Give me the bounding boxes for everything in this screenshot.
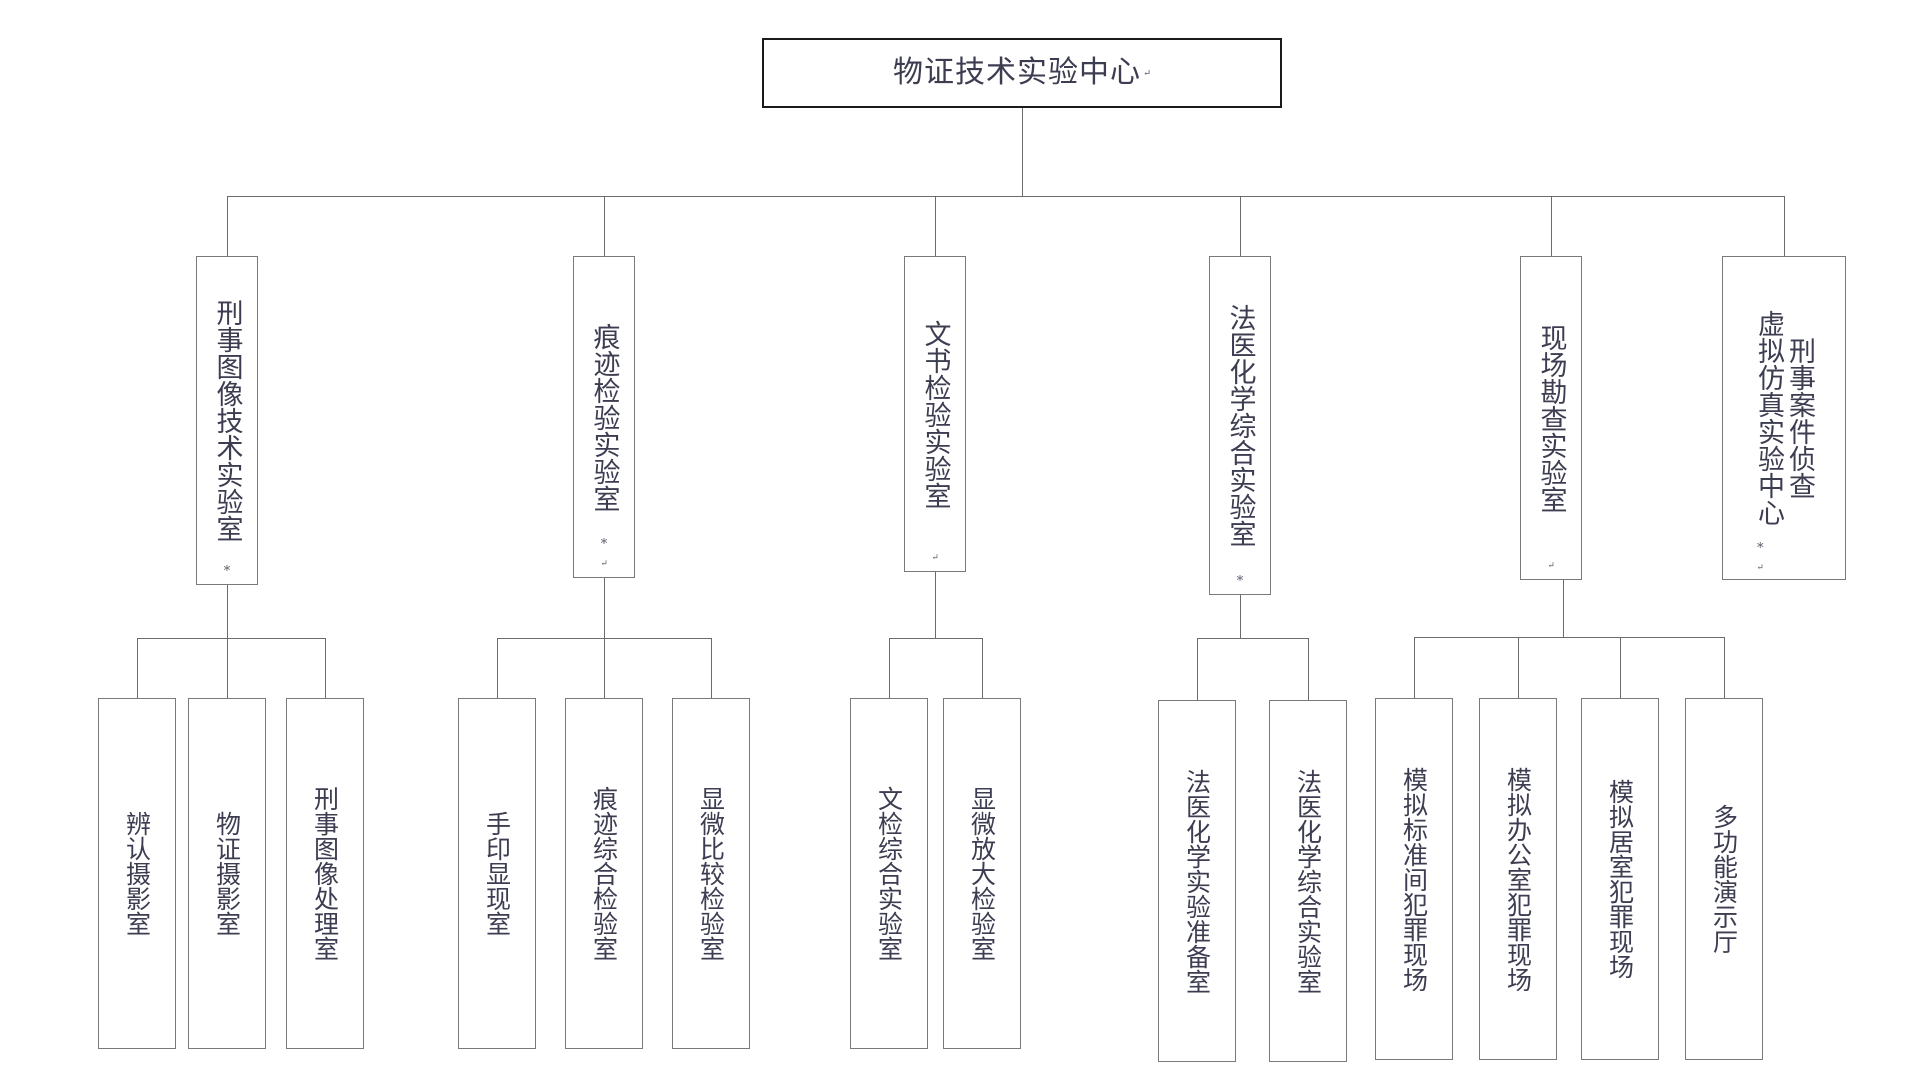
connector-stem-group3 xyxy=(935,572,936,638)
connector-drop-l3-1-2 xyxy=(227,638,228,698)
connector-bus-group1 xyxy=(137,638,325,639)
l2-node-bullet-icon: * xyxy=(600,537,608,552)
l3-node-label: 文检综合实验室 xyxy=(874,786,904,961)
root-pilcrow-icon: ↵ xyxy=(1142,67,1152,79)
l3-node-multifunction-demo-hall[interactable]: 多功能演示厅 xyxy=(1685,698,1763,1060)
l2-node-label-col-right: 刑事案件侦查 xyxy=(1784,337,1815,499)
l2-node-bullet-icon: * xyxy=(223,564,231,579)
l3-node-document-comprehensive-lab[interactable]: 文检综合实验室 xyxy=(850,698,928,1049)
connector-drop-l3-5-4 xyxy=(1724,637,1725,698)
connector-bus-group3 xyxy=(889,638,982,639)
l3-node-microscopic-comparison[interactable]: 显微比较检验室 xyxy=(672,698,750,1049)
connector-drop-l2-4 xyxy=(1240,196,1241,256)
l3-node-label: 多功能演示厅 xyxy=(1709,804,1739,954)
l2-node-label: 刑事图像技术实验室 xyxy=(211,299,243,542)
l2-node-document-examination[interactable]: 文书检验实验室 ↵ xyxy=(904,256,966,572)
connector-drop-l3-5-3 xyxy=(1620,637,1621,698)
l3-node-label: 辨认摄影室 xyxy=(122,811,152,936)
l3-node-label: 显微比较检验室 xyxy=(696,786,726,961)
l2-node-label: 法医化学综合实验室 xyxy=(1224,304,1256,547)
l3-node-evidence-photography[interactable]: 物证摄影室 xyxy=(188,698,266,1049)
l3-node-label: 显微放大检验室 xyxy=(967,786,997,961)
l3-node-forensic-chem-comprehensive[interactable]: 法医化学综合实验室 xyxy=(1269,700,1347,1062)
connector-drop-l3-3-2 xyxy=(982,638,983,698)
l2-node-bullet-icon: * xyxy=(1757,541,1764,556)
l3-node-microscopic-magnification[interactable]: 显微放大检验室 xyxy=(943,698,1021,1049)
connector-drop-l3-2-2 xyxy=(604,638,605,698)
connector-drop-l2-5 xyxy=(1551,196,1552,256)
l2-node-bullet-icon: * xyxy=(1236,574,1244,589)
connector-drop-l3-4-2 xyxy=(1308,638,1309,700)
connector-main-bus xyxy=(227,196,1784,197)
l2-node-label: 文书检验实验室 xyxy=(919,319,951,509)
l3-node-identification-photography[interactable]: 辨认摄影室 xyxy=(98,698,176,1049)
l3-node-label: 法医化学综合实验室 xyxy=(1293,768,1323,994)
connector-root-stem xyxy=(1022,108,1023,196)
connector-drop-l2-3 xyxy=(935,196,936,256)
root-node-label: 物证技术实验中心 xyxy=(892,55,1141,90)
connector-drop-l3-2-1 xyxy=(497,638,498,698)
l3-node-label: 模拟办公室犯罪现场 xyxy=(1503,766,1533,992)
l2-node-crime-scene-investigation[interactable]: 现场勘查实验室 ↵ xyxy=(1520,256,1582,580)
root-node[interactable]: 物证技术实验中心↵ xyxy=(762,38,1282,108)
l3-node-fingerprint-development[interactable]: 手印显现室 xyxy=(458,698,536,1049)
l3-node-label: 法医化学实验准备室 xyxy=(1182,768,1212,994)
l2-node-trace-examination[interactable]: 痕迹检验实验室 * ↵ xyxy=(573,256,635,578)
l3-node-forensic-chem-prep[interactable]: 法医化学实验准备室 xyxy=(1158,700,1236,1062)
connector-drop-l3-5-1 xyxy=(1414,637,1415,698)
l2-node-pilcrow-icon: ↵ xyxy=(930,553,940,563)
l2-node-pilcrow-icon: ↵ xyxy=(1755,563,1765,573)
l3-node-mock-office-crime-scene[interactable]: 模拟办公室犯罪现场 xyxy=(1479,698,1557,1060)
connector-drop-l3-4-1 xyxy=(1197,638,1198,700)
connector-drop-l3-3-1 xyxy=(889,638,890,698)
connector-drop-l2-2 xyxy=(604,196,605,256)
l3-node-trace-comprehensive-examination[interactable]: 痕迹综合检验室 xyxy=(565,698,643,1049)
l3-node-mock-residence-crime-scene[interactable]: 模拟居室犯罪现场 xyxy=(1581,698,1659,1060)
l3-node-label: 手印显现室 xyxy=(482,811,512,936)
connector-drop-l2-1 xyxy=(227,196,228,256)
connector-drop-l3-1-1 xyxy=(137,638,138,698)
connector-stem-group1 xyxy=(227,585,228,638)
l3-node-label: 模拟居室犯罪现场 xyxy=(1605,779,1635,979)
l3-node-criminal-image-processing[interactable]: 刑事图像处理室 xyxy=(286,698,364,1049)
l3-node-mock-standard-room-crime-scene[interactable]: 模拟标准间犯罪现场 xyxy=(1375,698,1453,1060)
l2-node-criminal-imaging[interactable]: 刑事图像技术实验室 * xyxy=(196,256,258,585)
l3-node-label: 物证摄影室 xyxy=(212,811,242,936)
l2-node-virtual-simulation-center[interactable]: 虚拟仿真实验中心 刑事案件侦查 * ↵ xyxy=(1722,256,1846,580)
connector-drop-l2-6 xyxy=(1784,196,1785,256)
connector-bus-group5 xyxy=(1414,637,1724,638)
l2-node-pilcrow-icon: ↵ xyxy=(599,559,609,569)
connector-bus-group4 xyxy=(1197,638,1308,639)
l2-node-forensic-chemistry[interactable]: 法医化学综合实验室 * xyxy=(1209,256,1271,595)
l2-node-label: 痕迹检验实验室 xyxy=(588,322,620,512)
connector-drop-l3-5-2 xyxy=(1518,637,1519,698)
connector-stem-group4 xyxy=(1240,595,1241,638)
connector-stem-group2 xyxy=(604,578,605,638)
l3-node-label: 刑事图像处理室 xyxy=(310,786,340,961)
l2-node-label-col-left: 虚拟仿真实验中心 xyxy=(1753,310,1784,526)
connector-drop-l3-1-3 xyxy=(325,638,326,698)
connector-stem-group5 xyxy=(1563,580,1564,637)
l2-node-pilcrow-icon: ↵ xyxy=(1546,561,1556,571)
connector-drop-l3-2-3 xyxy=(711,638,712,698)
l3-node-label: 模拟标准间犯罪现场 xyxy=(1399,766,1429,992)
l3-node-label: 痕迹综合检验室 xyxy=(589,786,619,961)
l2-node-label: 现场勘查实验室 xyxy=(1535,323,1567,513)
